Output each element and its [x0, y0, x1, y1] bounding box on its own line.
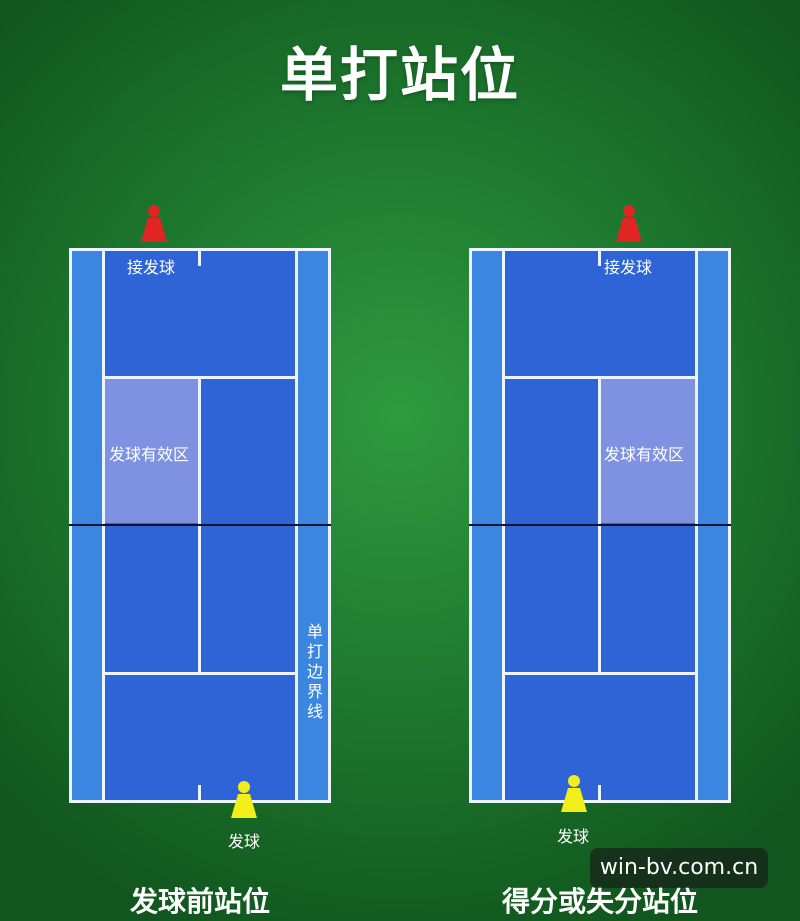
net [469, 524, 731, 526]
server-cone-icon [231, 781, 257, 818]
net [69, 524, 331, 526]
center-mark-top [198, 248, 201, 266]
server-cone-icon [561, 775, 587, 812]
service-box-highlight [105, 378, 199, 523]
server-label: 发球 [557, 827, 590, 846]
receiver-label: 接发球 [127, 258, 176, 277]
server-label: 发球 [228, 832, 261, 851]
center-mark-top [598, 248, 601, 266]
watermark: win-bv.com.cn [590, 848, 768, 888]
center-mark-bottom [598, 785, 601, 803]
caption-after-point: 得分或失分站位 [501, 885, 698, 918]
court-after-point: 接发球 发球有效区 [469, 248, 731, 803]
receiver-cone-icon [141, 205, 167, 242]
caption-before-serve: 发球前站位 [129, 885, 270, 918]
receiver-label: 接发球 [604, 258, 653, 277]
service-box-label: 发球有效区 [109, 445, 190, 464]
page-title: 单打站位 [279, 41, 520, 109]
court-before-serve: 接发球 发球有效区 单打边界线 [69, 248, 331, 803]
receiver-cone-icon [616, 205, 642, 242]
singles-sideline-label: 单打边界线 [306, 622, 323, 721]
center-mark-bottom [198, 785, 201, 803]
service-box-label: 发球有效区 [604, 445, 685, 464]
service-box-highlight [601, 378, 695, 523]
